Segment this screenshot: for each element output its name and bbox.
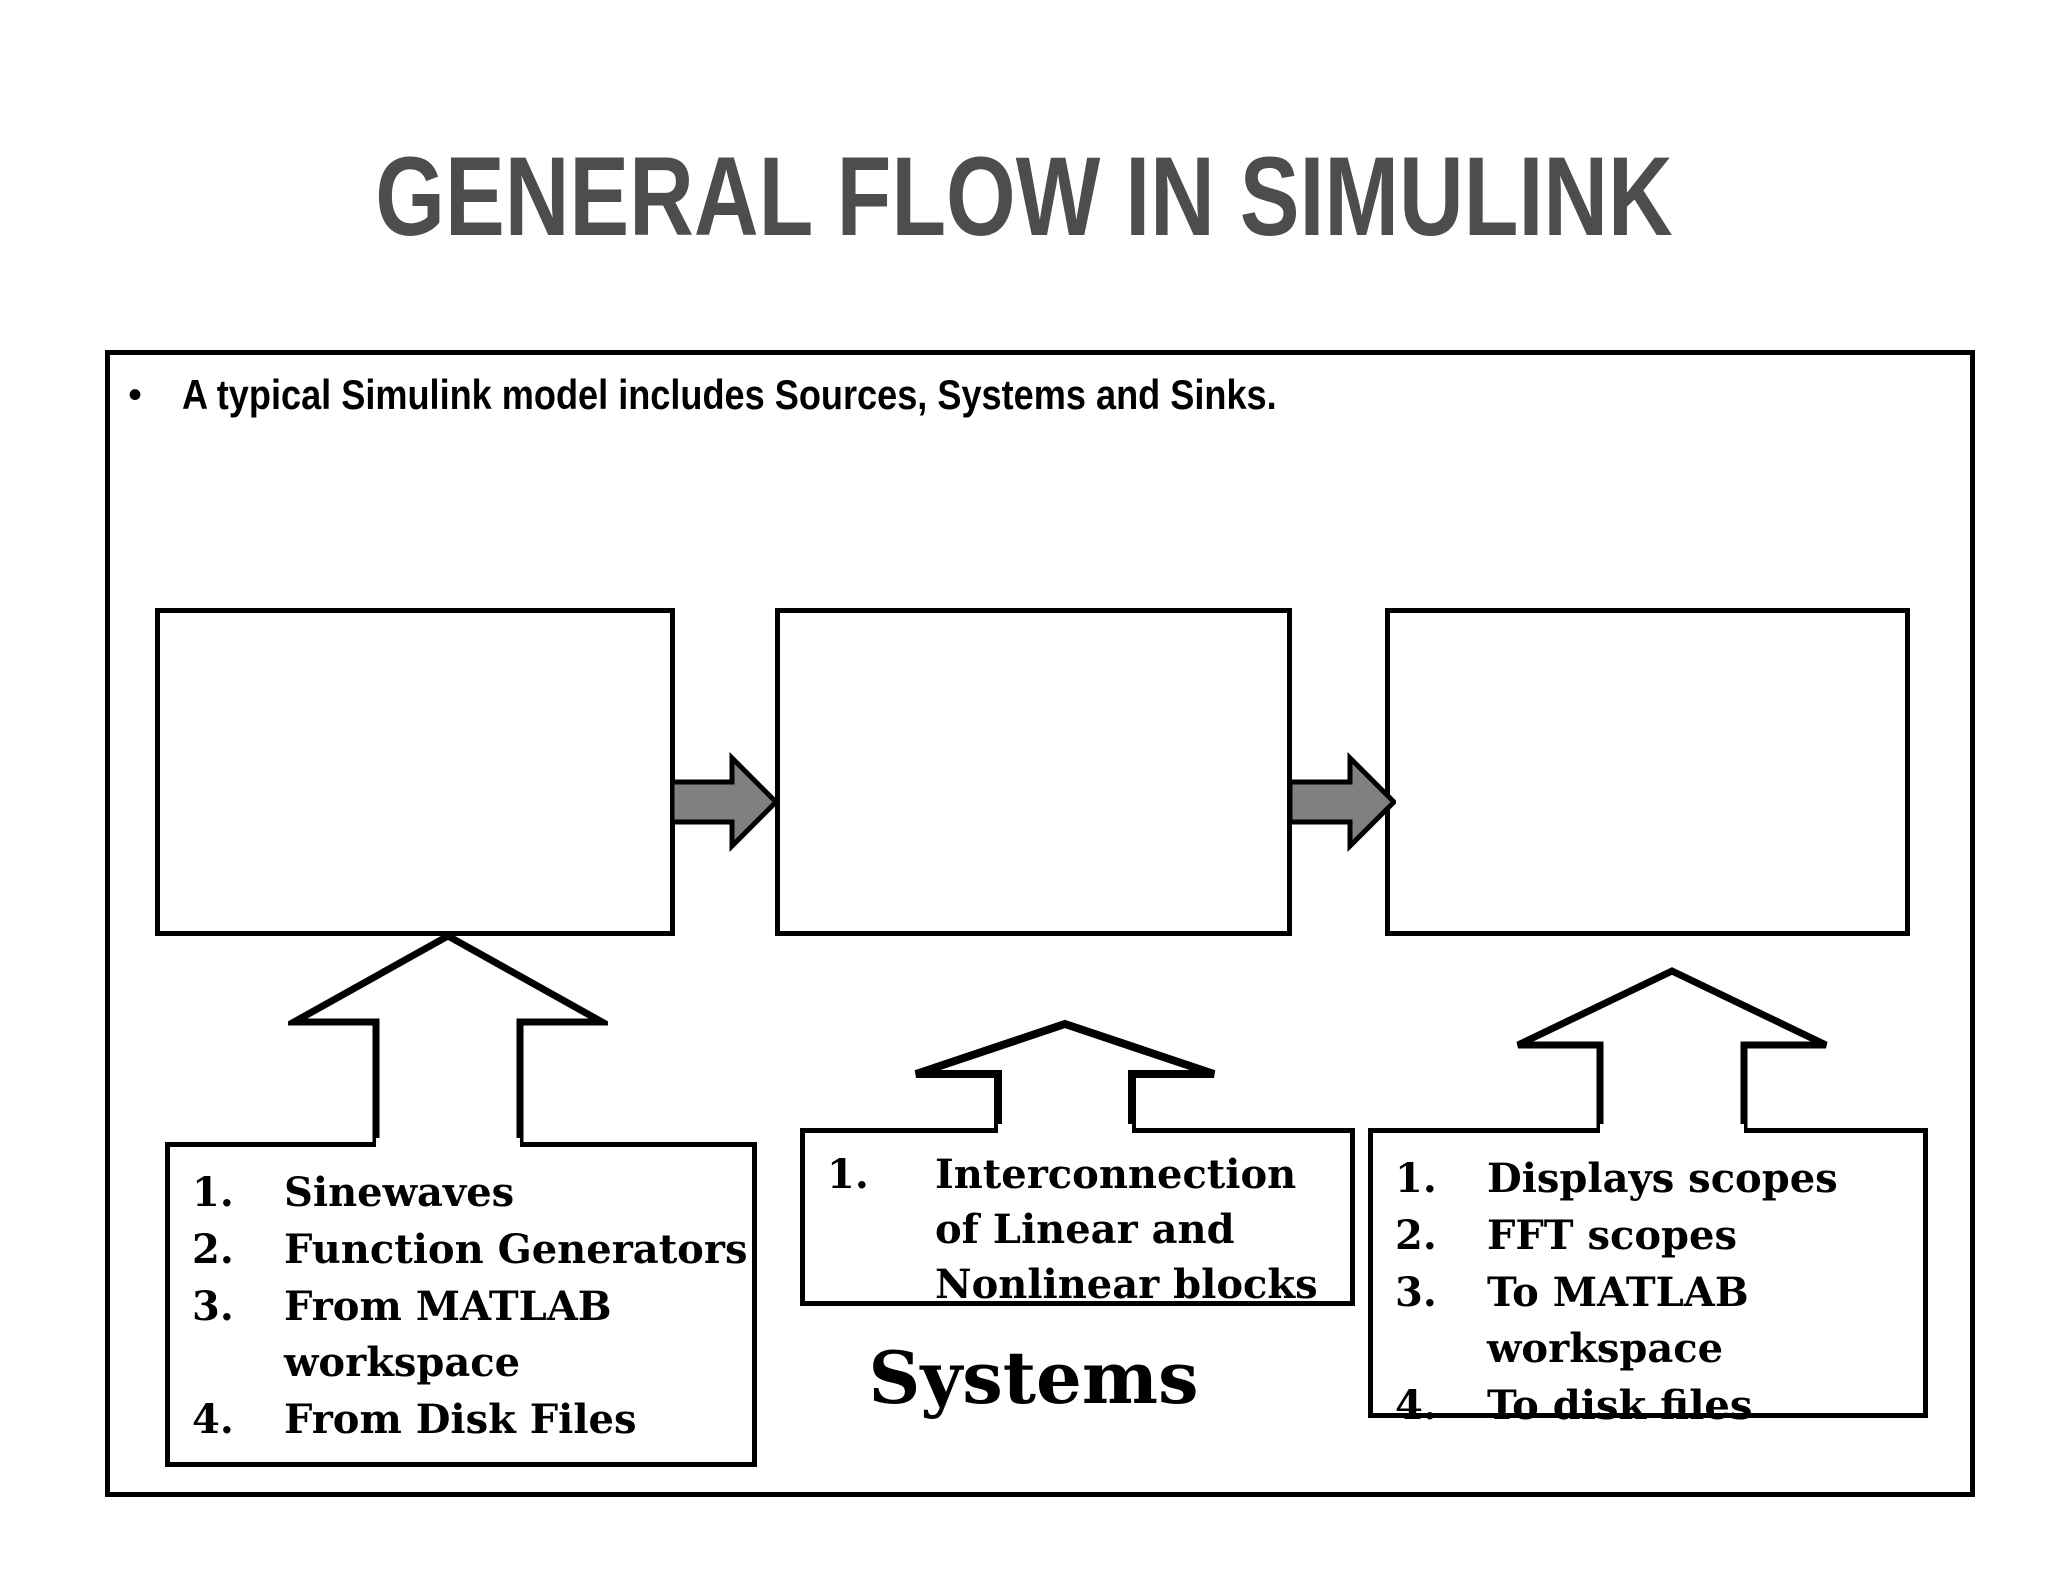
shaft-join-mask-sources [376,1138,520,1154]
detail-list-sources: 1. Sinewaves 2. Function Generators 3. F… [170,1147,752,1449]
list-item: 3. From MATLAB workspace [192,1279,752,1393]
list-item-text: From MATLAB workspace [284,1282,612,1387]
stage-box-sinks[interactable]: Sinks [1385,608,1910,1398]
list-item-text: To MATLAB workspace [1487,1268,1749,1373]
list-item-number: 3. [1395,1268,1437,1316]
arrow-right-systems-to-sinks [1288,752,1396,852]
arrow-right-sources-to-systems [670,752,778,852]
shaft-join-mask-sinks [1600,1124,1744,1140]
shaft-join-mask-systems [998,1124,1132,1140]
list-item: 2. FFT scopes [1395,1208,1923,1265]
list-item-text: Interconnection of Linear and Nonlinear … [935,1151,1318,1309]
list-item-number: 4. [192,1396,234,1444]
list-item-number: 4. [1395,1382,1437,1430]
list-item-number: 1. [192,1169,234,1216]
list-item-text: FFT scopes [1487,1211,1737,1259]
detail-list-sinks: 1. Displays scopes 2. FFT scopes 3. To M… [1373,1133,1923,1435]
list-item-number: 1. [827,1151,869,1198]
detail-box-systems[interactable]: 1. Interconnection of Linear and Nonline… [800,1128,1355,1308]
list-item: 1. Interconnection of Linear and Nonline… [827,1147,1350,1313]
detail-box-sinks[interactable]: 1. Displays scopes 2. FFT scopes 3. To M… [1368,1128,1928,1429]
detail-list-systems: 1. Interconnection of Linear and Nonline… [805,1133,1350,1313]
list-item-number: 1. [1395,1155,1437,1202]
list-item-text: From Disk Files [284,1396,637,1444]
callout-arrow-up-sources [288,931,608,1155]
list-item-text: To disk files [1487,1382,1753,1430]
list-item: 2. Function Generators [192,1222,752,1279]
list-item: 1. Displays scopes [1395,1151,1923,1208]
list-item: 4. From Disk Files [192,1392,752,1449]
list-item: 1. Sinewaves [192,1165,752,1222]
stage-label-systems: Systems [868,1335,1199,1420]
callout-arrow-up-sinks [1516,967,1828,1145]
detail-box-sources[interactable]: 1. Sinewaves 2. Function Generators 3. F… [165,1142,757,1467]
stage-box-sources[interactable]: Sources [155,608,675,1438]
bullet-marker-icon: • [127,373,142,417]
list-item-number: 2. [1395,1211,1437,1259]
list-item-text: Function Generators [284,1225,748,1273]
bullet-row: • A typical Simulink model includes Sour… [122,365,1722,425]
bullet-text: A typical Simulink model includes Source… [182,370,1277,418]
list-item-text: Sinewaves [284,1169,515,1216]
page-title: GENERAL FLOW IN SIMULINK [375,134,1673,259]
stage-box-systems[interactable]: Systems [775,608,1292,1420]
list-item-number: 3. [192,1282,234,1330]
list-item-text: Displays scopes [1487,1155,1838,1202]
list-item-number: 2. [192,1225,234,1273]
list-item: 3. To MATLAB workspace [1395,1265,1923,1379]
list-item: 4. To disk files [1395,1378,1923,1435]
